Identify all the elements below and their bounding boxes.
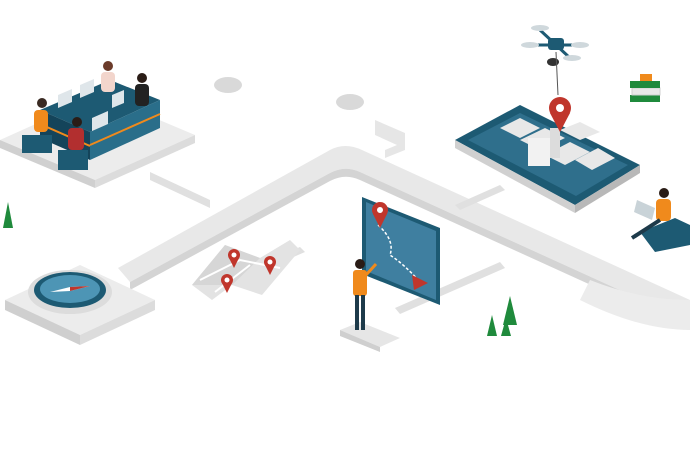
folded-map (192, 240, 300, 300)
person-with-laptop (630, 188, 690, 252)
tablet-city-map (455, 97, 640, 213)
office-desk-team (0, 61, 195, 188)
laptop-icon (58, 89, 72, 108)
map-pin-icon (372, 202, 388, 228)
stepping-disc (214, 77, 242, 93)
person-head (37, 98, 47, 108)
drone (521, 25, 589, 96)
laptop-icon (112, 90, 124, 108)
person-body (353, 270, 367, 296)
compass (5, 265, 155, 345)
road-branch-tablet (455, 185, 505, 210)
city-buildings (500, 118, 615, 170)
map-pin-icon (221, 274, 233, 293)
tree (3, 202, 13, 228)
map-board-with-person (340, 197, 440, 352)
road-branch-desk (150, 172, 210, 208)
trees (487, 296, 517, 336)
laptop-icon (634, 200, 655, 220)
map-pin-icon (264, 256, 276, 275)
road-branch-board (395, 262, 505, 314)
person-body (656, 199, 671, 221)
laptop-icon (80, 79, 94, 98)
road-branch-top (375, 120, 405, 158)
person-head (355, 259, 365, 269)
person-body (34, 110, 48, 132)
arrow-icon (412, 275, 428, 290)
map-pin-icon (549, 97, 571, 132)
stepping-disc (336, 94, 364, 110)
map-pin-icon (228, 249, 240, 268)
person-head (659, 188, 669, 198)
book-stack (630, 74, 661, 102)
laptop-icon (92, 111, 108, 131)
